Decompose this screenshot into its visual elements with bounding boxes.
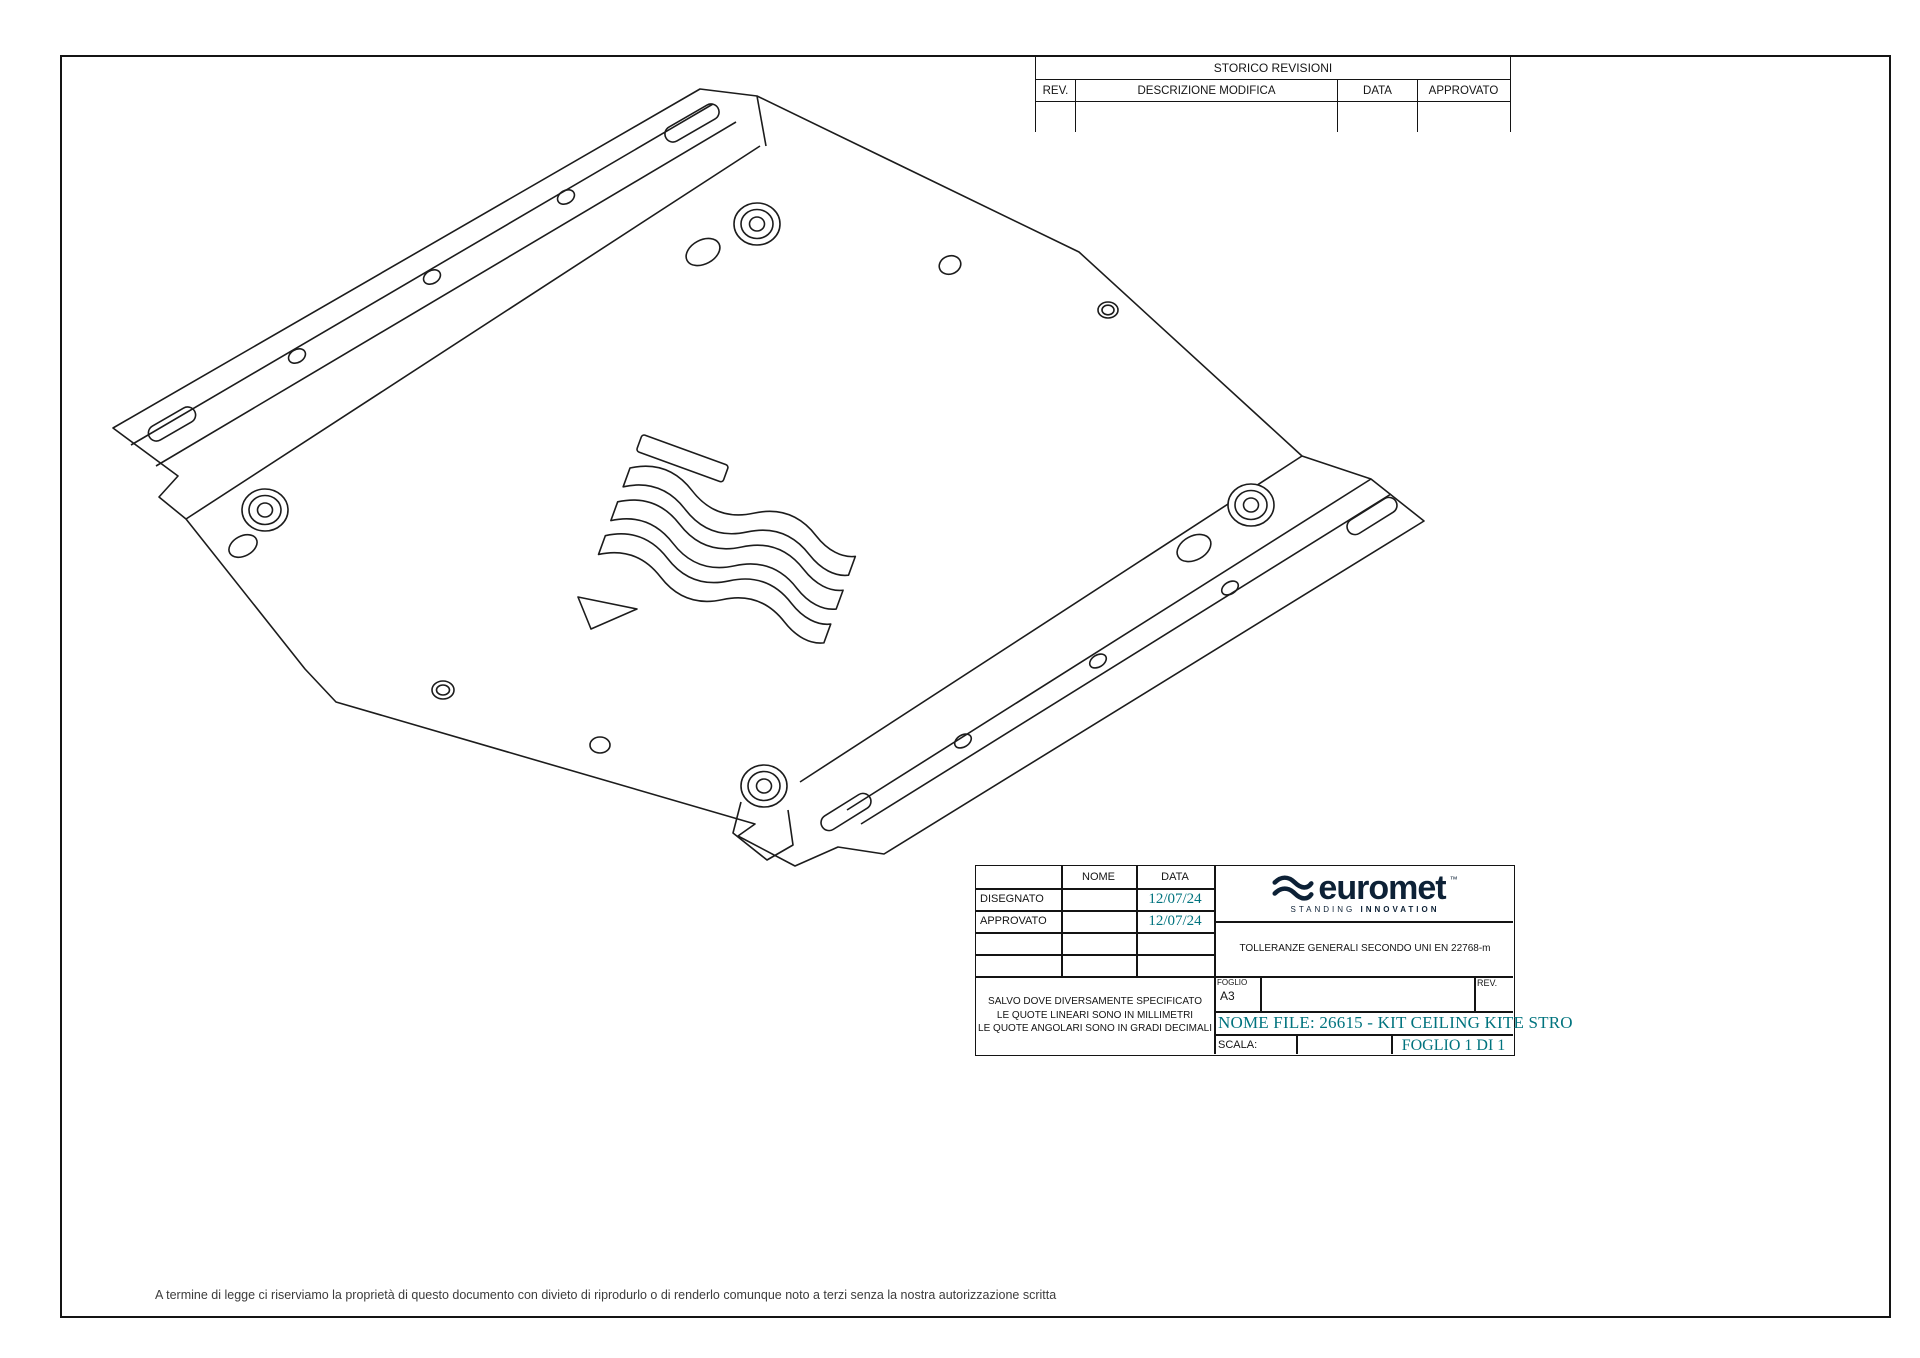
- rev-cell: REV.: [1474, 976, 1513, 1011]
- revision-table-header: REV. DESCRIZIONE MODIFICA DATA APPROVATO: [1036, 80, 1510, 102]
- table-grid-line: [1474, 976, 1476, 1011]
- right-rail-folds: [799, 455, 1392, 825]
- units-note-line3: LE QUOTE ANGOLARI SONO IN GRADI DECIMALI: [978, 1023, 1212, 1035]
- table-grid-line: [1391, 1034, 1393, 1054]
- file-name: NOME FILE: 26615 - KIT CEILING KITE STRO: [1218, 1013, 1573, 1032]
- right-rail-slots: [820, 496, 1398, 832]
- revision-empty-cell: [1076, 102, 1338, 132]
- brand-tagline: STANDING INNOVATION: [1290, 905, 1439, 914]
- scala-label: SCALA:: [1218, 1039, 1258, 1051]
- drawing-frame: [60, 55, 1891, 1318]
- table-grid-line: [1061, 866, 1063, 976]
- revision-empty-cell: [1418, 102, 1509, 132]
- table-grid-line: [1136, 866, 1138, 976]
- grommet-right: [1227, 483, 1275, 527]
- company-logo: euromet ™ STANDING INNOVATION: [1214, 866, 1516, 921]
- revision-empty-cell: [1036, 102, 1076, 132]
- table-grid-line: [1260, 976, 1262, 1011]
- left-rail-folds: [130, 103, 761, 520]
- rev-label: REV.: [1477, 978, 1498, 988]
- header-nome: NOME: [1082, 871, 1115, 883]
- table-grid-line: [1296, 1034, 1298, 1054]
- revision-table-empty-row: [1036, 102, 1510, 132]
- approvato-date: 12/07/24: [1148, 912, 1202, 929]
- table-grid-line: [1214, 921, 1513, 923]
- plate-holes: [431, 254, 1119, 754]
- revision-col-appr: APPROVATO: [1428, 84, 1499, 97]
- legal-note: A termine di legge ci riserviamo la prop…: [155, 1288, 1057, 1302]
- table-grid-line: [976, 910, 1214, 912]
- grommet-top: [733, 202, 781, 246]
- row-approvato-label: APPROVATO: [980, 915, 1047, 927]
- header-data: DATA: [1161, 871, 1189, 883]
- units-note-line1: SALVO DOVE DIVERSAMENTE SPECIFICATO: [988, 996, 1202, 1008]
- table-grid-line: [976, 932, 1214, 934]
- table-grid-line: [1214, 1011, 1513, 1013]
- table-grid-line: [1214, 1034, 1513, 1036]
- table-grid-line: [976, 976, 1513, 978]
- left-rail-slots: [147, 103, 720, 442]
- revision-col-rev: REV.: [1036, 80, 1076, 101]
- logo-cutout: [597, 434, 857, 644]
- revision-history-table: STORICO REVISIONI REV. DESCRIZIONE MODIF…: [1035, 57, 1511, 132]
- revision-col-data: DATA: [1338, 80, 1418, 101]
- grommet-left: [241, 488, 289, 532]
- table-grid-line: [1214, 866, 1216, 1054]
- grommet-bottom: [740, 764, 788, 808]
- foglio-label: FOGLIO: [1217, 978, 1248, 987]
- table-grid-line: [976, 954, 1214, 956]
- units-note-line2: LE QUOTE LINEARI SONO IN MILLIMETRI: [996, 1009, 1194, 1021]
- tolerances-note: TOLLERANZE GENERALI SECONDO UNI EN 22768…: [1239, 943, 1491, 954]
- foglio-cell: FOGLIO A3: [1214, 976, 1260, 1011]
- foglio-value: A3: [1220, 989, 1235, 1003]
- bracket-openings: [228, 237, 1212, 861]
- brand-name: euromet: [1318, 869, 1446, 907]
- tagline-standing: STANDING: [1290, 905, 1356, 914]
- triangle-cutout: [577, 596, 638, 630]
- title-block: NOME DATA DISEGNATO APPROVATO 12/07/24 1…: [975, 865, 1573, 1056]
- units-note: SALVO DOVE DIVERSAMENTE SPECIFICATO LE Q…: [976, 976, 1214, 1055]
- disegnato-date: 12/07/24: [1148, 890, 1202, 907]
- revision-empty-cell: [1338, 102, 1418, 132]
- table-grid-line: [976, 888, 1214, 890]
- tagline-innovation: INNOVATION: [1360, 905, 1440, 914]
- standoff-grommets: [241, 202, 1275, 808]
- trademark-symbol: ™: [1449, 875, 1458, 884]
- revision-table-title: STORICO REVISIONI: [1036, 57, 1510, 80]
- revision-col-desc: DESCRIZIONE MODIFICA: [1076, 80, 1338, 101]
- row-disegnato-label: DISEGNATO: [980, 893, 1044, 905]
- sheet-count: FOGLIO 1 DI 1: [1401, 1036, 1506, 1054]
- euromet-wave-icon: [1272, 875, 1314, 901]
- plate-outline: [112, 88, 1425, 867]
